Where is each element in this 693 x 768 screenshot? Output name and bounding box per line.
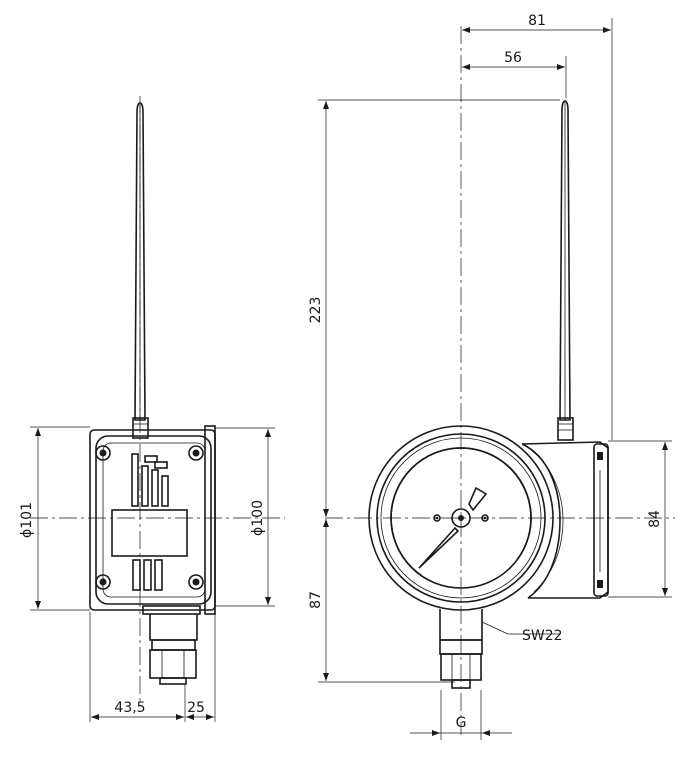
callout-sw22: SW22 (481, 621, 563, 644)
dimension-diameter-101: ϕ101 (19, 426, 90, 611)
dim-label-43-5: 43,5 (114, 700, 145, 716)
side-view-transmitter: ϕ101 ϕ100 43,5 25 (19, 96, 285, 722)
dim-label-25: 25 (187, 700, 205, 716)
dimension-g: G (410, 690, 512, 740)
dim-label-56: 56 (504, 50, 522, 66)
dimension-bottom-left: 43,5 25 (89, 612, 216, 722)
dimension-vertical-left: 223 87 (308, 99, 560, 683)
antenna-right (557, 100, 574, 441)
front-view-gauge: 81 56 223 87 84 SW22 (308, 13, 675, 740)
dim-label-87: 87 (308, 591, 324, 609)
dimension-56: 56 (462, 50, 567, 98)
dim-label-dia101: ϕ101 (19, 502, 35, 538)
dim-label-84: 84 (647, 510, 663, 528)
housing-left (89, 425, 216, 615)
dim-label-g: G (456, 715, 467, 731)
dimension-diameter-100: ϕ100 (215, 427, 275, 607)
dimension-81: 81 (462, 13, 613, 440)
label-sw22: SW22 (522, 628, 563, 644)
dim-label-223: 223 (308, 297, 324, 324)
connection-left (142, 605, 201, 685)
housing-right (521, 441, 609, 599)
dim-label-dia100: ϕ100 (250, 500, 266, 536)
dim-label-81: 81 (528, 13, 546, 29)
antenna-left (132, 102, 149, 439)
dimension-84: 84 (608, 440, 672, 598)
